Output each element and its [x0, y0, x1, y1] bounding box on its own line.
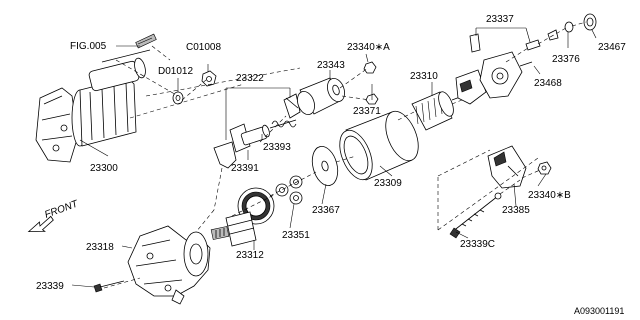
magnetic-switch-23343	[297, 77, 345, 116]
diagram-id: A093001191	[574, 306, 624, 316]
nut-23340a	[363, 61, 377, 74]
label-23367: 23367	[312, 205, 340, 216]
label-23340b: 23340∗B	[528, 190, 571, 201]
front-housing-23318	[127, 225, 211, 305]
seal-23376	[564, 21, 574, 33]
label-fig005: FIG.005	[70, 41, 107, 52]
yoke-23309	[339, 110, 419, 181]
label-23322: 23322	[236, 73, 264, 84]
through-bolt-23339c	[449, 192, 502, 239]
label-23376: 23376	[552, 54, 580, 65]
screw-23468	[519, 61, 533, 67]
bolt-23337	[525, 39, 541, 51]
label-23339: 23339	[36, 281, 64, 292]
label-23339c: 23339C	[460, 239, 495, 250]
label-23371: 23371	[353, 106, 381, 117]
cap-23467	[547, 13, 597, 41]
pinion-clutch-23312	[210, 187, 275, 247]
leader-lines	[71, 27, 597, 288]
label-23310: 23310	[410, 71, 438, 82]
label-23309: 23309	[374, 178, 402, 189]
label-23337: 23337	[486, 14, 514, 25]
label-c01008: C01008	[186, 42, 221, 53]
label-23385: 23385	[502, 205, 530, 216]
label-23393: 23393	[263, 142, 291, 153]
front-label: FRONT	[43, 198, 80, 220]
spring-23393	[269, 119, 297, 129]
label-23318: 23318	[86, 242, 114, 253]
starter-assembly-23300	[35, 49, 151, 163]
label-23340a: 23340∗A	[347, 42, 390, 53]
bolt-23339	[93, 280, 125, 293]
label-d01012: D01012	[158, 66, 193, 77]
label-23467: 23467	[598, 42, 626, 53]
label-23312: 23312	[236, 250, 264, 261]
planetary-gears-23351	[275, 175, 303, 205]
label-23351: 23351	[282, 230, 310, 241]
front-arrow-icon	[27, 215, 54, 233]
label-23343: 23343	[317, 60, 345, 71]
label-23468: 23468	[534, 78, 562, 89]
washer-23367	[311, 146, 339, 186]
label-23391: 23391	[231, 163, 259, 174]
nut-c01008	[201, 70, 217, 87]
assembly-lines	[103, 21, 587, 289]
washer-d01012	[172, 91, 184, 105]
brush-plate-23385	[487, 145, 527, 189]
nut-23340b	[537, 161, 552, 175]
plunger-23391	[240, 124, 270, 146]
terminal-bolt-fig005	[135, 33, 157, 49]
brush-holder-23337	[455, 33, 523, 105]
label-23300: 23300	[90, 163, 118, 174]
